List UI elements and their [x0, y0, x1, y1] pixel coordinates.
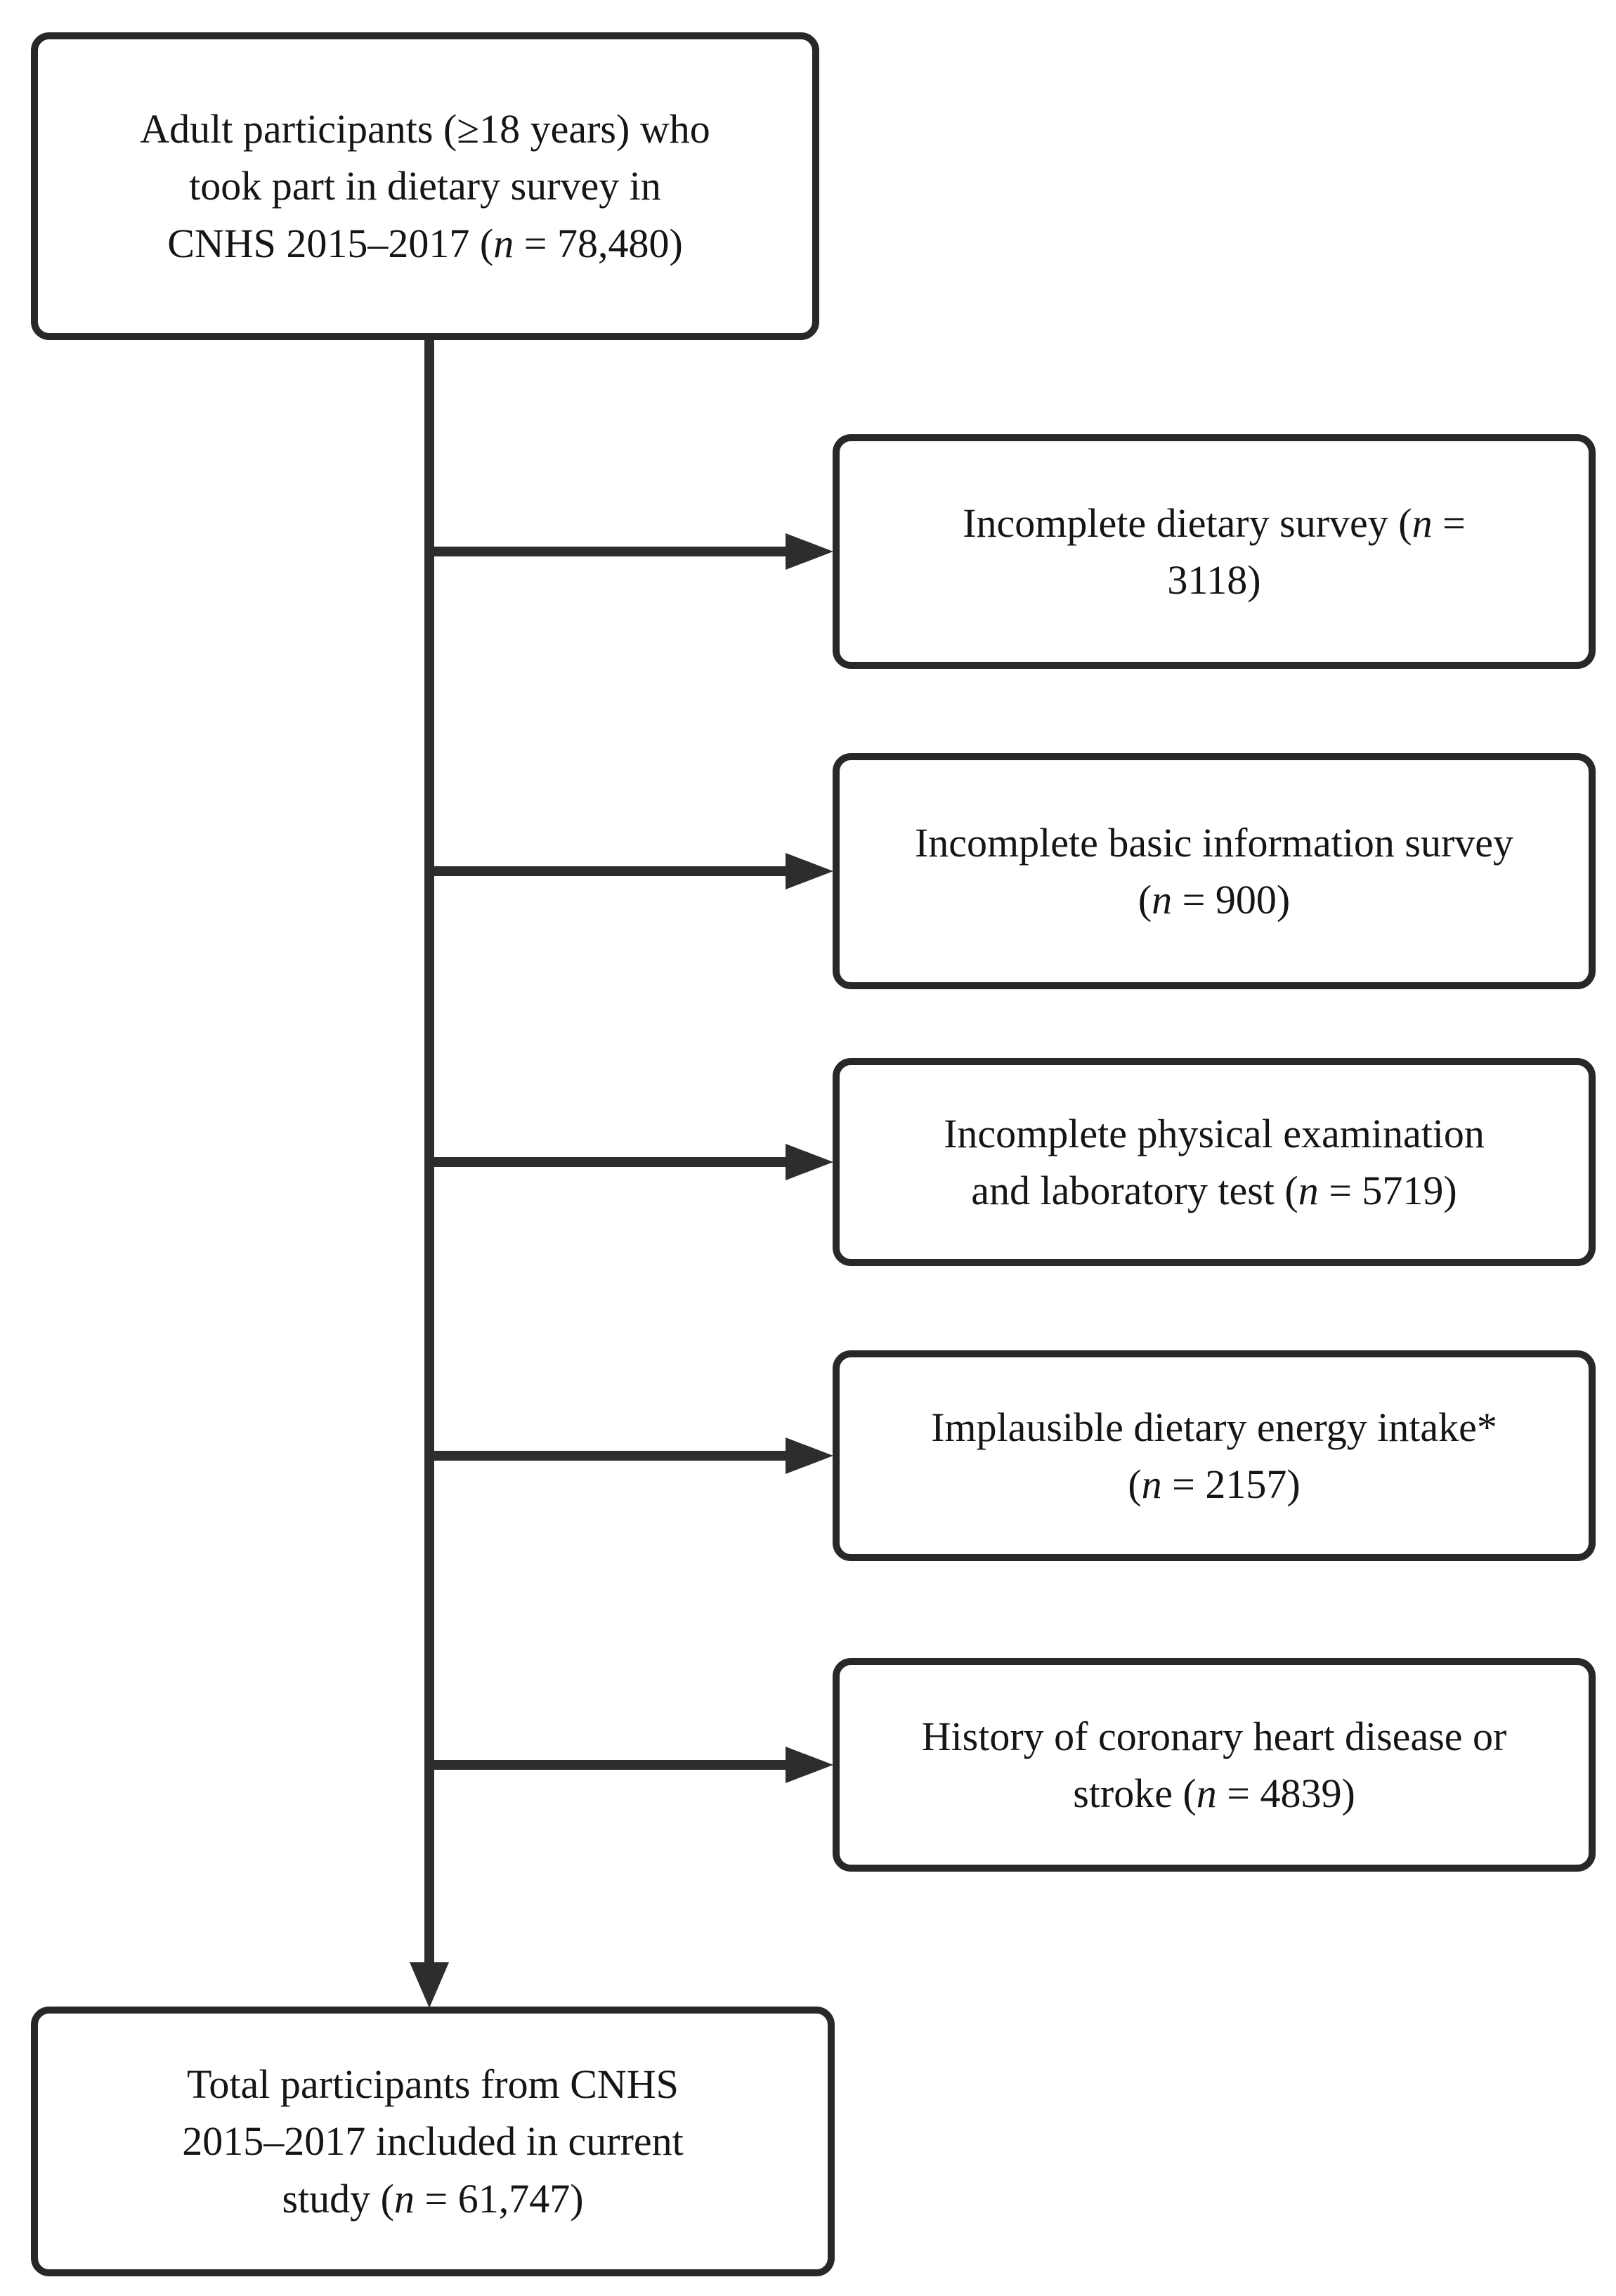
flow-node-exclusion-dietary-survey: Incomplete dietary survey (n = 3118)	[833, 434, 1596, 669]
node-text-line: Total participants from CNHS	[187, 2061, 679, 2108]
node-text-line: stroke (n = 4839)	[1073, 1770, 1355, 1816]
flow-node-exclusion-chd-stroke: History of coronary heart disease or str…	[833, 1658, 1596, 1872]
flow-node-enrollment: Adult participants (≥18 years) who took …	[31, 32, 819, 340]
arrow-right-icon	[786, 533, 833, 570]
node-text-line: Incomplete dietary survey (n =	[963, 500, 1466, 546]
node-text-line: Implausible dietary energy intake*	[931, 1404, 1497, 1450]
arrow-right-icon	[786, 1437, 833, 1474]
node-text-line: and laboratory test (n = 5719)	[971, 1168, 1457, 1213]
flow-node-included: Total participants from CNHS 2015–2017 i…	[31, 2007, 835, 2276]
flow-node-exclusion-physical-exam: Incomplete physical examination and labo…	[833, 1058, 1596, 1266]
node-text-line: study (n = 61,747)	[282, 2175, 584, 2222]
node-text-line: Adult participants (≥18 years) who	[140, 106, 710, 152]
node-text-line: 3118)	[1167, 557, 1261, 603]
flow-node-exclusion-energy-intake: Implausible dietary energy intake* (n = …	[833, 1350, 1596, 1561]
arrow-right-icon	[786, 1747, 833, 1783]
arrow-right-icon	[786, 853, 833, 889]
node-text-line: History of coronary heart disease or	[921, 1713, 1507, 1759]
arrow-right-icon	[786, 1144, 833, 1180]
node-text-line: (n = 900)	[1138, 877, 1291, 922]
node-text-line: CNHS 2015–2017 (n = 78,480)	[167, 220, 683, 266]
arrow-down-icon	[410, 1962, 449, 2008]
node-text-line: 2015–2017 included in current	[182, 2118, 684, 2165]
node-text-line: took part in dietary survey in	[189, 163, 661, 209]
node-text-line: (n = 2157)	[1128, 1461, 1301, 1507]
flow-node-exclusion-basic-information: Incomplete basic information survey (n =…	[833, 753, 1596, 989]
node-text-line: Incomplete physical examination	[944, 1110, 1485, 1156]
node-text-line: Incomplete basic information survey	[914, 819, 1514, 866]
